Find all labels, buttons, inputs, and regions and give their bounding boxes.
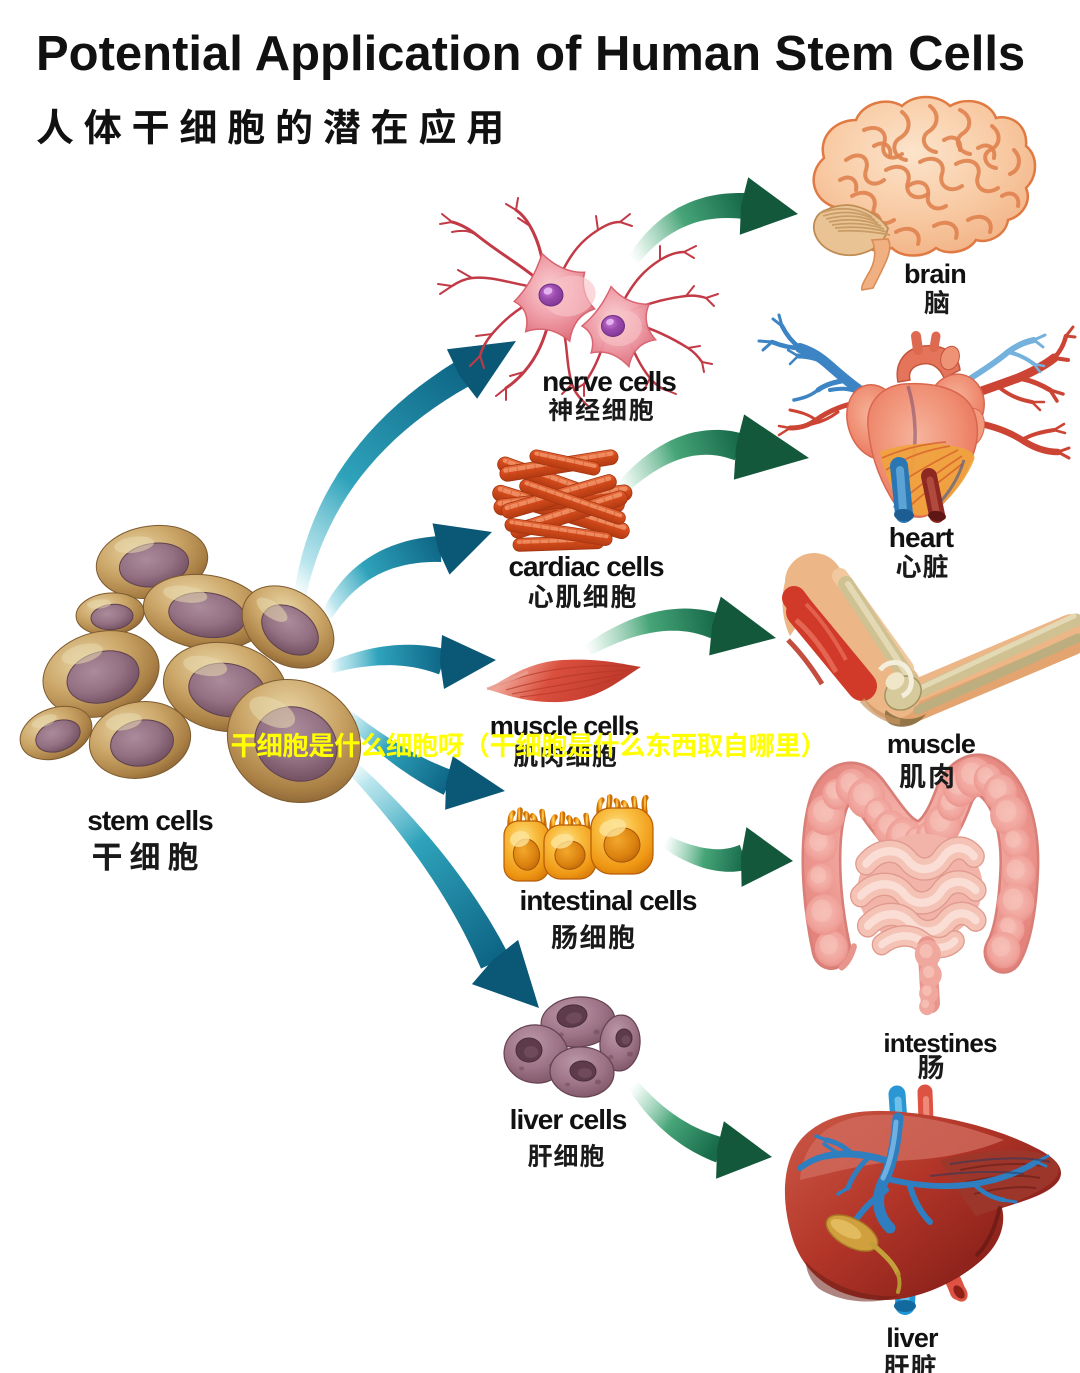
svg-text:cardiac cells: cardiac cells xyxy=(508,551,664,582)
svg-text:muscle: muscle xyxy=(887,729,976,759)
svg-text:liver: liver xyxy=(886,1323,939,1353)
svg-text:stem cells: stem cells xyxy=(87,805,213,836)
svg-text:liver cells: liver cells xyxy=(510,1104,627,1135)
svg-text:Potential Application of Human: Potential Application of Human Stem Cell… xyxy=(36,27,1025,81)
svg-text:intestinal cells: intestinal cells xyxy=(520,885,697,916)
svg-text:intestines: intestines xyxy=(883,1028,997,1058)
svg-text:nerve cells: nerve cells xyxy=(542,366,676,397)
svg-text:brain: brain xyxy=(904,259,966,289)
svg-text:heart: heart xyxy=(889,522,954,553)
